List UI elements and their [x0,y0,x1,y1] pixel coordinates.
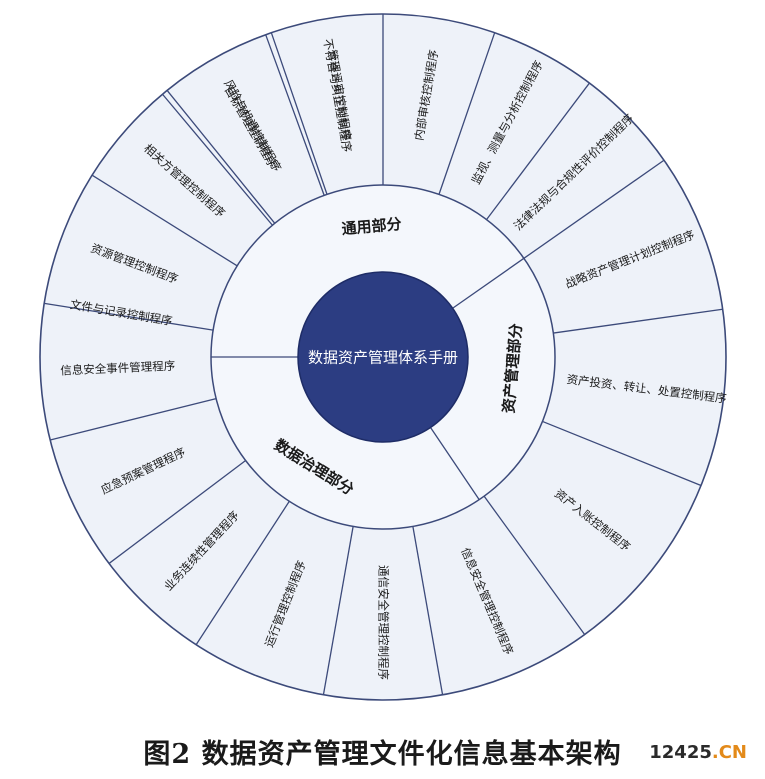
section-divider [429,427,480,500]
procedure-divider [412,526,444,695]
procedure-divider [553,308,723,334]
figure-caption: 图2 数据资产管理文件化信息基本架构 [143,739,622,770]
procedure-divider [91,174,238,267]
procedure-divider [265,34,325,196]
procedure-divider [483,495,586,635]
procedure-divider [438,32,496,195]
procedure-divider [322,526,354,695]
section-label-general: 通用部分 [341,215,402,238]
watermark-number: 12425 [649,742,712,763]
procedure-divider [162,93,273,226]
center-circle [297,271,469,443]
procedure-label: 通信安全管理控制程序 [377,565,391,680]
site-watermark: 12425.CN [649,742,747,763]
procedure-divider [523,159,665,259]
procedure-divider [166,90,276,224]
procedure-divider [542,420,702,487]
procedure-divider [50,397,217,441]
procedure-divider [195,500,290,646]
watermark-suffix: .CN [711,742,747,763]
procedure-divider [270,32,328,195]
section-divider [452,257,525,309]
architecture-diagram: 目标管理控制程序管理评审控制程序内部审核控制程序监视、测量与分析控制程序法律法规… [39,13,727,701]
procedure-label: 信息安全事件管理程序 [60,359,176,378]
procedure-divider [44,302,214,331]
procedure-divider [108,459,247,564]
center-label: 数据资产管理体系手册 [308,349,458,367]
center-hub: 数据资产管理体系手册 [297,271,469,443]
procedure-divider [485,82,590,221]
